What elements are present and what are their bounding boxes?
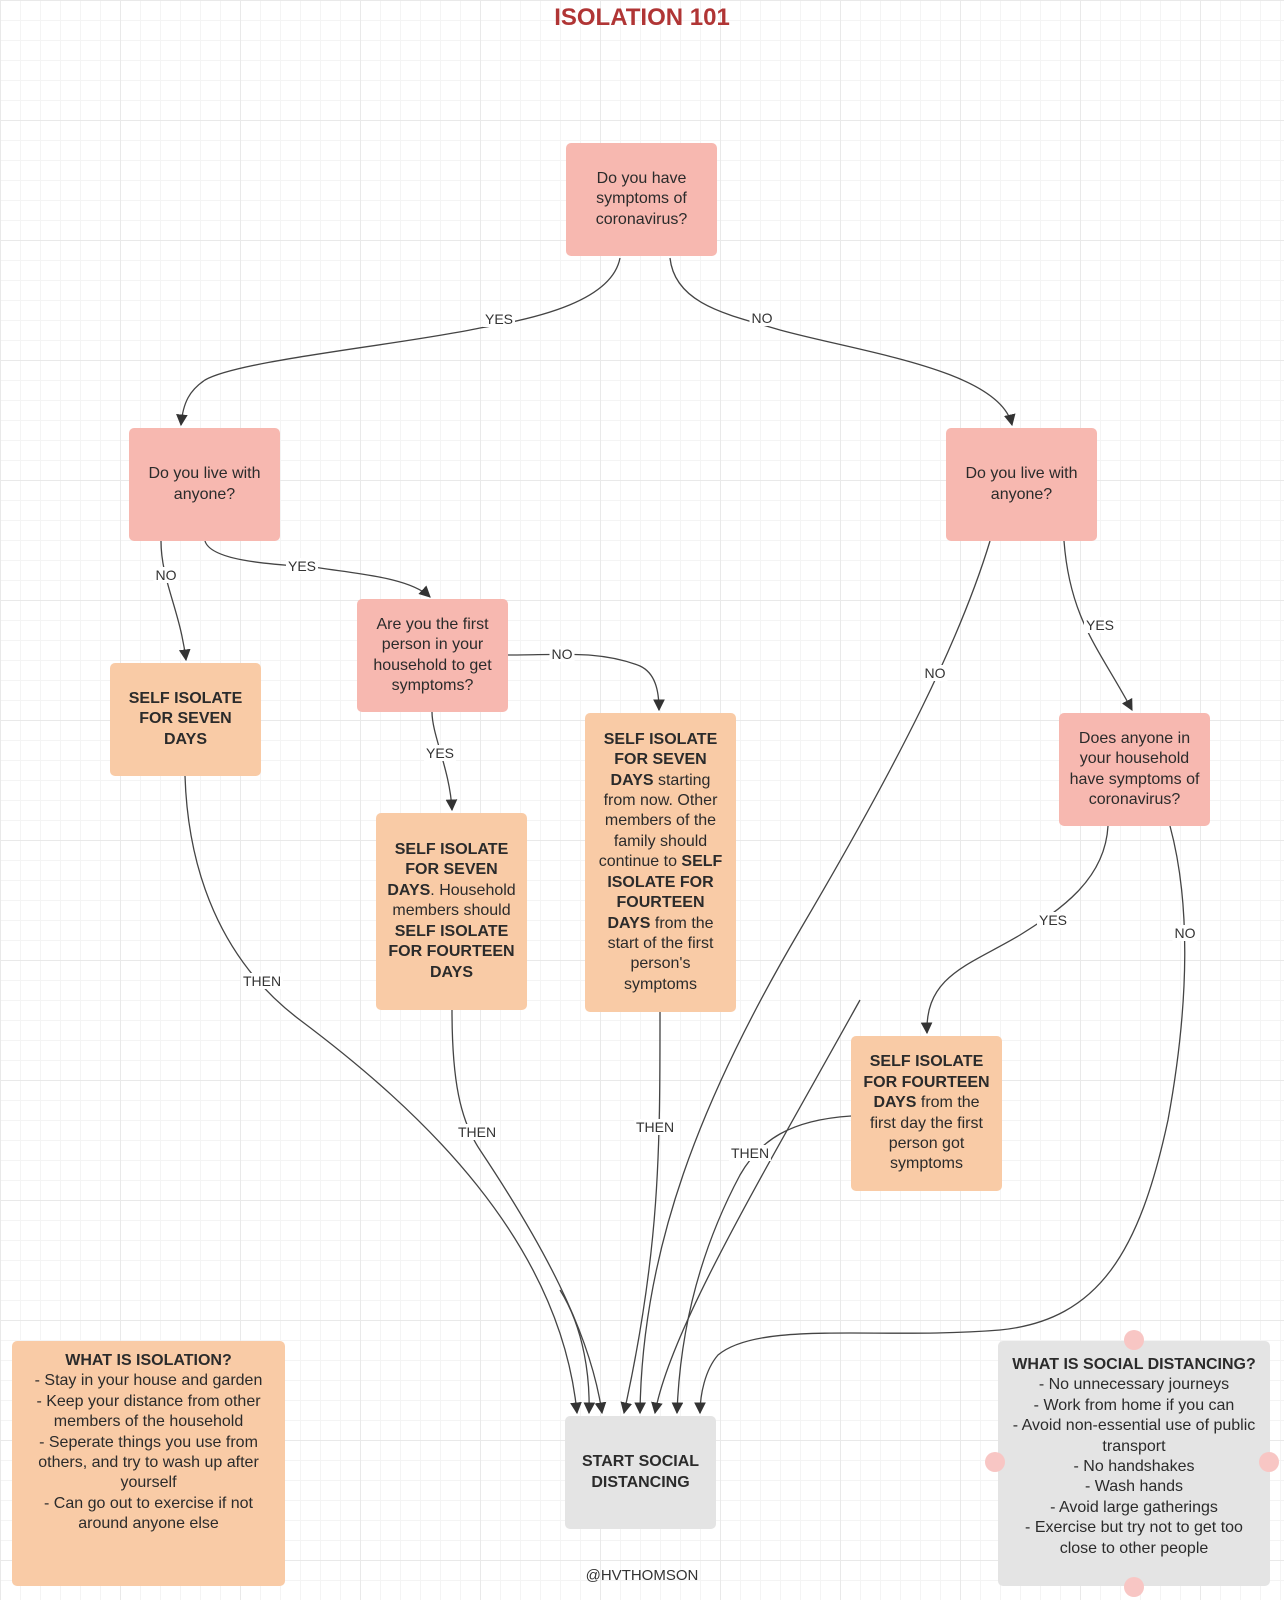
question-first-in-household: Are you the first person in your househo…: [357, 599, 508, 712]
connector-label: YES: [423, 745, 457, 761]
node-text-segment: Do you live with anyone?: [965, 465, 1078, 503]
info-distancing-item: - Avoid large gatherings: [1050, 1498, 1218, 1516]
connector-arrow: [451, 1009, 607, 1415]
connector-label: NO: [922, 665, 948, 681]
info-distancing-item: - Avoid non-essential use of public tran…: [1012, 1417, 1256, 1455]
connector-arrow: [620, 1011, 661, 1415]
node-text-segment: starting from now. Other members of the …: [598, 771, 718, 871]
info-isolation-item: - Seperate things you use from others, a…: [38, 1433, 259, 1492]
chart-title: ISOLATION 101: [554, 4, 730, 31]
connector-arrow: [184, 775, 582, 1415]
connector-arrow: [559, 1289, 596, 1415]
connector-label: NO: [153, 567, 179, 583]
action-self-isolate-seven-days: SELF ISOLATE FOR SEVEN DAYS: [110, 663, 261, 776]
connector-label: YES: [482, 311, 516, 327]
connector-arrow: [160, 540, 191, 662]
connector-arrow: [669, 257, 1016, 427]
node-text-segment: SELF ISOLATE FOR FOURTEEN DAYS: [388, 922, 515, 981]
node-text-segment: Are you the first person in your househo…: [373, 615, 492, 694]
node-text-segment: Do you live with anyone?: [148, 465, 261, 503]
action-self-isolate-fourteen-days: SELF ISOLATE FOR FOURTEEN DAYS from the …: [851, 1036, 1002, 1191]
terminal-start-social-distancing: START SOCIAL DISTANCING: [565, 1416, 716, 1529]
connector-arrow: [920, 825, 1109, 1035]
connector-arrow: [634, 540, 991, 1415]
connector-arrow: [694, 825, 1186, 1415]
connector-arrow: [204, 540, 431, 598]
connector-arrow: [431, 711, 458, 812]
connector-label: NO: [1172, 925, 1198, 941]
info-what-is-isolation: WHAT IS ISOLATION? - Stay in your house …: [12, 1341, 285, 1586]
info-isolation-item: - Can go out to exercise if not around a…: [44, 1494, 253, 1533]
node-text-segment: from the start of the first person's sym…: [607, 914, 714, 993]
connector-label: YES: [285, 558, 319, 574]
connector-arrow: [671, 1115, 852, 1415]
node-text-segment: SELF ISOLATE FOR FOURTEEN DAYS: [607, 853, 723, 932]
selection-handle: [985, 1452, 1005, 1472]
question-household-has-symptoms: Does anyone in your household have sympt…: [1059, 713, 1210, 826]
info-distancing-item: - No unnecessary journeys: [1038, 1376, 1230, 1394]
info-distancing-item: - No handshakes: [1073, 1458, 1195, 1476]
connector-label: YES: [1036, 912, 1070, 928]
connector-label: YES: [1083, 617, 1117, 633]
info-isolation-heading: WHAT IS ISOLATION?: [65, 1352, 232, 1369]
author-credit: @HVTHOMSON: [585, 1567, 699, 1584]
connector-label: NO: [549, 646, 575, 662]
info-isolation-item: - Stay in your house and garden: [34, 1372, 263, 1390]
connector-label: THEN: [728, 1145, 772, 1161]
node-text-segment: SELF ISOLATE FOR SEVEN DAYS: [603, 730, 718, 789]
connector-label: THEN: [633, 1119, 677, 1135]
node-text-segment: . Household members should: [392, 881, 516, 920]
info-distancing-item: - Exercise but try not to get too close …: [1025, 1519, 1243, 1557]
connector-label: NO: [749, 310, 775, 326]
info-isolation-item: - Keep your distance from other members …: [36, 1392, 261, 1431]
info-distancing-item: - Wash hands: [1084, 1478, 1184, 1496]
action-self-isolate-seven-household-fourteen: SELF ISOLATE FOR SEVEN DAYS. Household m…: [376, 813, 527, 1010]
connector-arrow: [651, 999, 861, 1415]
info-what-is-social-distancing: WHAT IS SOCIAL DISTANCING? - No unnecess…: [998, 1341, 1270, 1586]
node-text-segment: SELF ISOLATE FOR SEVEN DAYS: [387, 841, 509, 899]
selection-handle: [1124, 1330, 1144, 1350]
info-distancing-item: - Work from home if you can: [1033, 1396, 1235, 1414]
connector-arrow: [507, 653, 665, 712]
node-text-segment: Does anyone in your household have sympt…: [1069, 729, 1200, 808]
info-distancing-heading: WHAT IS SOCIAL DISTANCING?: [1012, 1356, 1256, 1373]
node-text-segment: Do you have symptoms of coronavirus?: [595, 169, 688, 228]
node-text-segment: SELF ISOLATE FOR SEVEN DAYS: [128, 689, 243, 748]
selection-handle: [1259, 1452, 1279, 1472]
connector-arrow: [176, 257, 621, 427]
question-live-with-anyone-left: Do you live with anyone?: [129, 428, 280, 541]
action-self-isolate-seven-from-now: SELF ISOLATE FOR SEVEN DAYS starting fro…: [585, 713, 736, 1012]
node-text-segment: from the first day the first person got …: [870, 1094, 983, 1173]
node-text-segment: START SOCIAL DISTANCING: [581, 1453, 700, 1491]
selection-handle: [1124, 1577, 1144, 1597]
question-has-symptoms: Do you have symptoms of coronavirus?: [566, 143, 717, 256]
connector-label: THEN: [455, 1124, 499, 1140]
connector-label: THEN: [240, 973, 284, 989]
node-text-segment: SELF ISOLATE FOR FOURTEEN DAYS: [863, 1053, 990, 1112]
question-live-with-anyone-right: Do you live with anyone?: [946, 428, 1097, 541]
